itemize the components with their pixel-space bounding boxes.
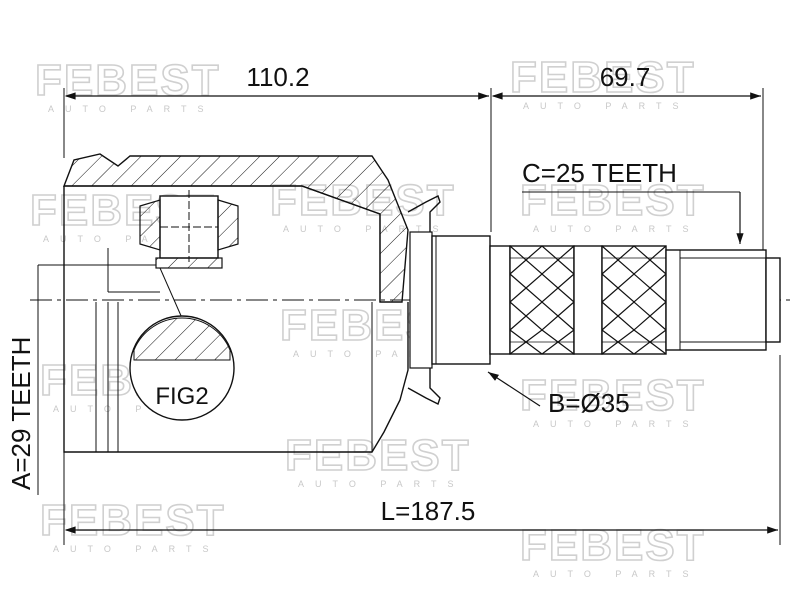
watermark-tagline: AUTO PARTS — [533, 419, 700, 429]
outer-teeth-callout: A=29 TEETH — [6, 264, 156, 495]
watermark-logo: FEBEST — [520, 176, 706, 225]
shaft-teeth-callout: C=25 TEETH — [522, 158, 744, 244]
outer-housing — [62, 153, 409, 453]
extension-lines — [63, 88, 781, 545]
watermark-logo: FEBEST — [520, 521, 706, 570]
dimension-total-label: L=187.5 — [381, 496, 476, 526]
watermark-logo: FEBEST — [520, 371, 706, 420]
detail-fig2: FIG2 — [129, 267, 235, 421]
watermark-tagline: AUTO PARTS — [43, 234, 210, 244]
spline-shaft — [489, 245, 781, 355]
dimension-shaft-label: 69.7 — [600, 62, 651, 92]
watermark-tagline: AUTO PARTS — [533, 224, 700, 234]
watermark-tagline: AUTO PARTS — [298, 479, 465, 489]
tripod-roller — [139, 190, 239, 269]
watermark-tagline: AUTO PARTS — [53, 544, 220, 554]
watermark-tagline: AUTO PARTS — [48, 104, 215, 114]
watermark-logo: FEBEST — [35, 56, 221, 105]
watermark-logo: FEBEST — [40, 496, 226, 545]
watermark-logo: FEBEST — [285, 431, 471, 480]
watermark-tagline: AUTO PARTS — [283, 224, 450, 234]
dimension-housing-length: 110.2 — [64, 62, 489, 100]
dimension-total-length: L=187.5 — [64, 496, 778, 534]
watermark-tagline: AUTO PARTS — [293, 349, 460, 359]
outer-teeth-label: A=29 TEETH — [6, 337, 36, 490]
detail-fig2-label: FIG2 — [155, 383, 208, 410]
dimension-shaft-length: 69.7 — [491, 62, 761, 100]
watermark-tagline: AUTO PARTS — [523, 101, 690, 111]
inner-diameter-label: B=Ø35 — [548, 388, 630, 418]
shaft-teeth-label: C=25 TEETH — [522, 158, 677, 188]
watermark-tagline: AUTO PARTS — [533, 569, 700, 579]
watermark-tagline: AUTO PARTS — [53, 404, 220, 414]
dimension-housing-label: 110.2 — [246, 62, 309, 92]
inner-diameter-callout: B=Ø35 — [487, 371, 630, 418]
